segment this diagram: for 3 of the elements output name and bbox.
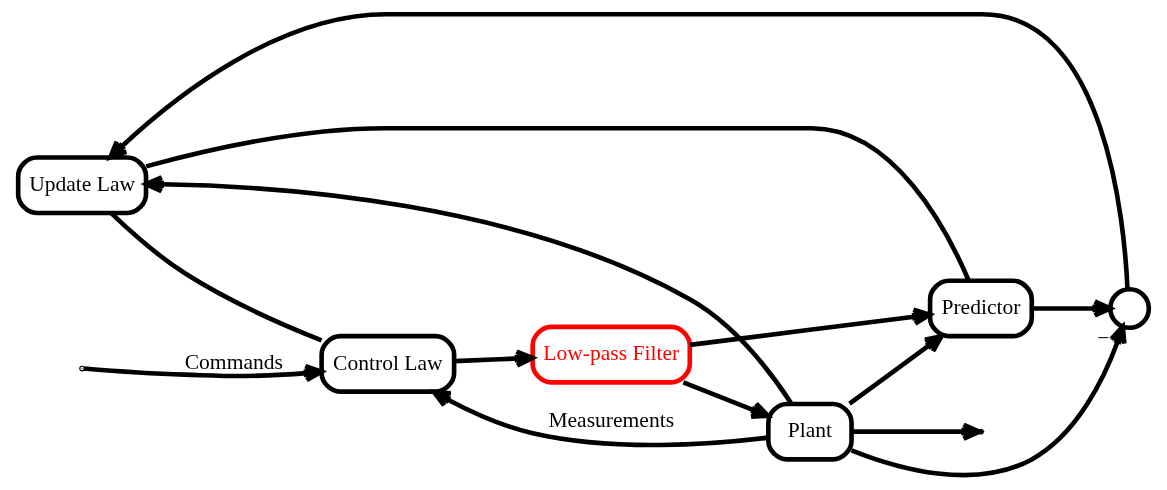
edge-label: Measurements xyxy=(548,408,675,433)
node-label: − xyxy=(1097,325,1110,350)
edge-label: Commands xyxy=(184,349,283,374)
